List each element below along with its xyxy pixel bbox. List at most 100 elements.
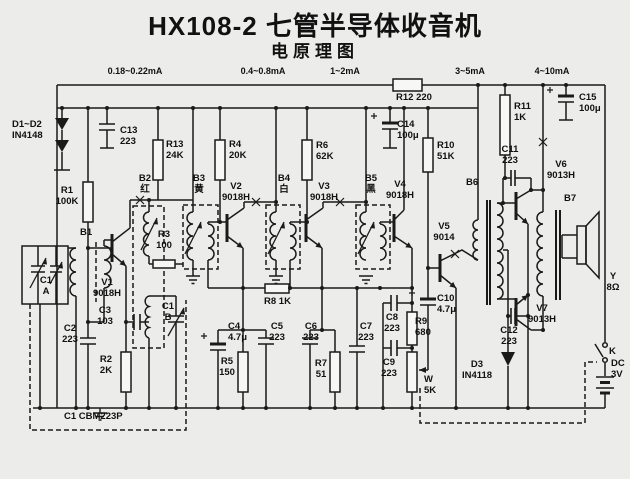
gang-capacitor-outline: [29, 300, 187, 431]
resistors: [82, 78, 511, 393]
label-r8: R8 1K: [264, 296, 291, 307]
tuning-cap-frame: [21, 245, 69, 305]
label-v7: V7 9013H: [528, 303, 556, 325]
adjust-arrows: [29, 217, 375, 337]
label-r10: R10 51K: [437, 140, 455, 162]
coil-b4-if: [269, 211, 297, 261]
resistor-r13: [152, 139, 164, 181]
label-c13: C13 223: [120, 125, 138, 147]
label-c12: C12 223: [500, 325, 518, 347]
resistor-r11: [499, 94, 511, 156]
transistor-base-bars: [110, 94, 574, 346]
potentiometer-w: [406, 351, 418, 393]
label-c9: C9 223: [381, 357, 397, 379]
test-point-marks: [135, 137, 548, 259]
diode-d1: [55, 118, 69, 130]
resistor-r3: [152, 259, 176, 269]
coil-b7-output: [536, 211, 544, 297]
label-b3: B3 黄: [192, 173, 206, 195]
resistor-r5: [237, 351, 249, 393]
label-r3: R3 100: [156, 229, 172, 251]
battery-symbol: [596, 376, 614, 389]
label-d1d2: D1~D2 IN4148: [12, 119, 43, 141]
b4-shield-box: [265, 204, 301, 270]
label-r4: R4 20K: [229, 139, 247, 161]
resistor-r7: [329, 351, 341, 393]
switch-contact-bottom: [601, 356, 609, 364]
resistor-r8: [264, 283, 290, 294]
adjust-arrowheads: [42, 218, 426, 373]
label-c14: C14 100μ: [397, 119, 419, 141]
label-w-volume: W 5K: [424, 374, 437, 396]
diode-d2: [55, 140, 69, 152]
coil-b5-if: [359, 211, 387, 261]
label-b5: B5 黑: [364, 173, 378, 195]
resistor-r6: [301, 139, 313, 181]
speaker-symbol: [576, 210, 600, 280]
current-annotation-5: 4~10mA: [534, 66, 570, 76]
label-r9: R9 680: [415, 316, 431, 338]
label-r5: R5 150: [219, 356, 235, 378]
switch-link-line: [419, 361, 597, 424]
wire-net: [33, 84, 606, 409]
label-c2: C2 223: [62, 323, 78, 345]
label-v1: V1 9018H: [93, 277, 121, 299]
diode-d3: [501, 352, 515, 366]
label-r6: R6 62K: [316, 140, 334, 162]
current-annotation-1: 0.18~0.22mA: [107, 66, 163, 76]
label-d3: D3 IN4118: [461, 359, 493, 381]
label-b1: B1: [80, 227, 93, 238]
coil-b2-oscillator: [142, 211, 152, 339]
label-v3: V3 9018H: [310, 181, 338, 203]
resistor-r1: [82, 181, 94, 223]
label-c10: C10 4.7μ: [437, 293, 457, 315]
label-b7: B7: [564, 193, 577, 204]
coil-b6-driver: [472, 202, 504, 300]
label-c4: C4 4.7μ: [228, 321, 248, 343]
label-r7: R7 51: [314, 358, 328, 380]
resistor-r9: [406, 311, 418, 346]
label-b2: B2 红: [138, 173, 152, 195]
label-r2: R2 2K: [99, 354, 113, 376]
junction-dots: [38, 83, 568, 410]
label-b4: B4 白: [277, 173, 291, 195]
current-annotation-2: 0.4~0.8mA: [240, 66, 286, 76]
emitter-arrowheads: [119, 217, 528, 302]
label-v5: V5 9014: [433, 221, 455, 243]
transformer-core-bars: [486, 200, 561, 305]
label-c8: C8 223: [384, 312, 400, 334]
label-speaker: Y 8Ω: [606, 271, 620, 293]
label-v2: V2 9018H: [222, 181, 250, 203]
label-v6: V6 9013H: [547, 159, 575, 181]
label-c6: C6 223: [303, 321, 319, 343]
current-annotation-3: 1~2mA: [330, 66, 360, 76]
label-c1b: C1 B: [161, 301, 175, 323]
label-gang-capacitor: C1 CBM223P: [64, 411, 123, 422]
b2-shield-box: [132, 205, 165, 349]
label-r12: R12 220: [396, 92, 432, 103]
label-r11: R11 1K: [514, 101, 531, 123]
page-title: HX108-2 七管半导体收音机: [148, 11, 482, 41]
resistor-r12: [392, 78, 423, 92]
label-c3: C3 103: [97, 305, 113, 327]
switch-contact-top: [601, 341, 609, 349]
label-r1: R1 100K: [55, 185, 79, 207]
label-c7: C7 223: [358, 321, 374, 343]
label-c5: C5 223: [269, 321, 285, 343]
label-battery-dc: DC 3V: [611, 358, 625, 380]
label-c1a: C1 A: [39, 275, 53, 297]
page-subtitle: 电原理图: [271, 42, 359, 61]
label-v4: V4 9018H: [386, 179, 414, 201]
label-b6: B6: [466, 177, 479, 188]
label-c15: C15 100μ: [579, 92, 601, 114]
resistor-r10: [422, 137, 434, 173]
current-annotation-4: 3~5mA: [455, 66, 485, 76]
b5-shield-box: [355, 204, 391, 270]
resistor-r4: [214, 139, 226, 181]
battery-symbol-thick: [600, 381, 610, 395]
resistor-r2: [120, 351, 132, 393]
polarity-plus-signs: [201, 87, 553, 339]
coil-b3-if: [186, 211, 215, 261]
